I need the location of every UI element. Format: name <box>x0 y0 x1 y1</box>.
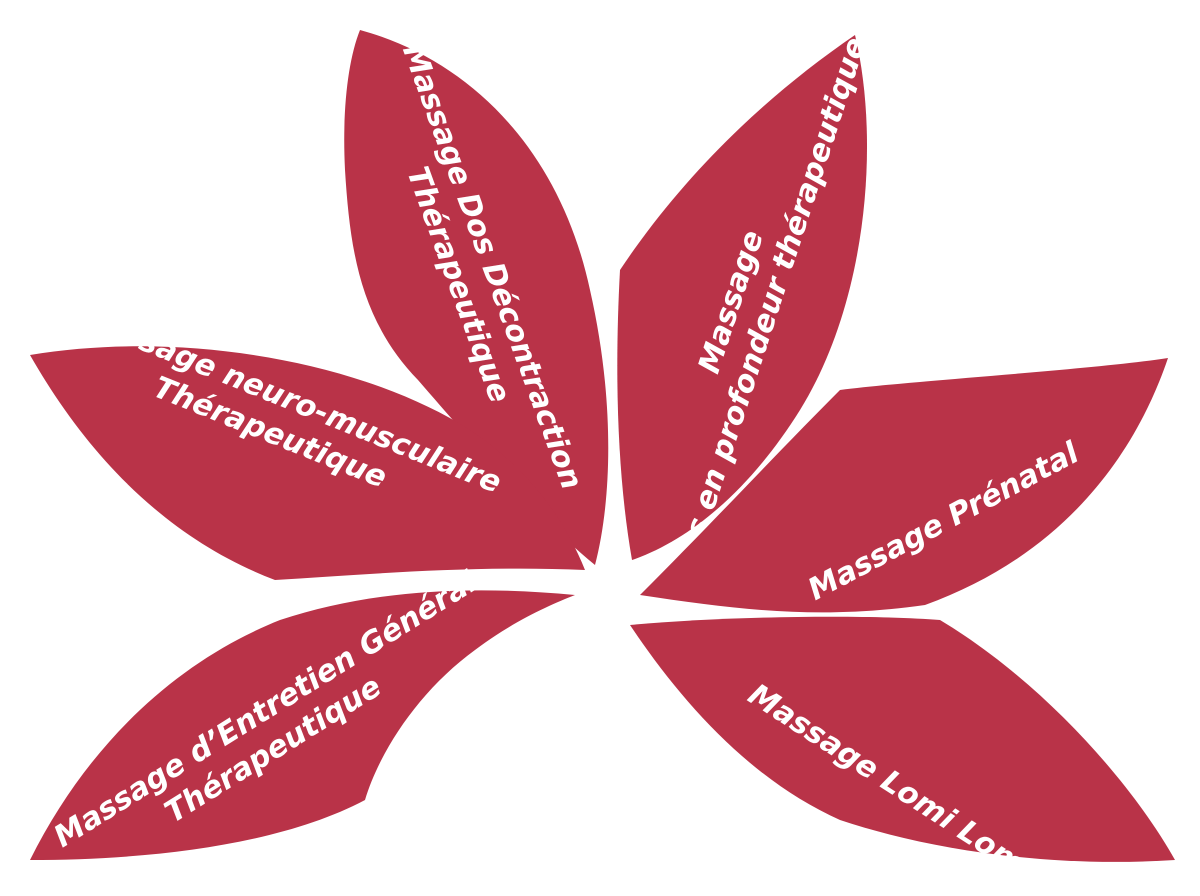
petal-shape <box>30 346 585 580</box>
petal-shape <box>30 590 575 860</box>
petal-lomi-lomi: Massage Lomi Lomi <box>630 616 1175 887</box>
petal-entretien-general: Massage d’Entretien Général Thérapeutiqu… <box>30 564 575 860</box>
petal-shape <box>344 30 609 565</box>
petal-shape <box>640 358 1168 613</box>
petal-shape <box>617 35 868 560</box>
petal-shape <box>630 616 1175 862</box>
